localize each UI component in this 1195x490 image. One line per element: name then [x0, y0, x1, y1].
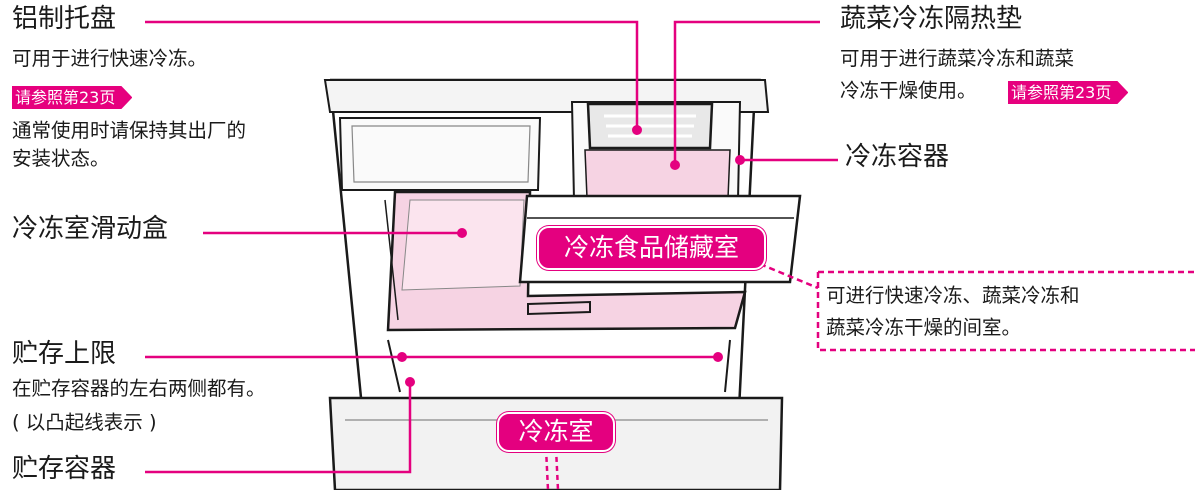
- leader-veg-pad: [673, 20, 820, 165]
- pointer-dot-slide-box: [457, 228, 467, 238]
- lower-drawer-rails: [387, 339, 731, 393]
- compartment-callout-2: 蔬菜冷冻干燥的间室。: [826, 316, 1022, 339]
- callout-box: [759, 262, 1195, 352]
- freezer-pill-connector: [544, 447, 560, 490]
- veg-pad-title: 蔬菜冷冻隔热垫: [840, 4, 1023, 34]
- slide-box-label: 冷冻室滑动盒: [12, 214, 169, 244]
- veg-pad-desc-1: 可用于进行蔬菜冷冻和蔬菜: [840, 47, 1075, 70]
- storage-limit-desc-2: ( 以凸起线表示 ): [12, 411, 157, 434]
- aluminum-tray-note-1: 通常使用时请保持其出厂的: [12, 119, 247, 142]
- upper-left-drawer: [338, 117, 542, 191]
- veg-pad-area: [584, 149, 731, 199]
- storage-limit-desc-1: 在贮存容器的左右两侧都有。: [12, 377, 266, 400]
- freezer-container-label: 冷冻容器: [845, 142, 950, 172]
- pointer-dot-limit-right: [713, 352, 723, 362]
- leader-storage-container: [145, 382, 412, 474]
- veg-pad-desc-2: 冷冻干燥使用。: [840, 79, 977, 102]
- storage-limit-title: 贮存上限: [12, 339, 117, 369]
- pointer-dot-veg-pad: [670, 160, 680, 170]
- aluminum-tray-desc: 可用于进行快速冷冻。: [12, 47, 208, 70]
- food-storage-pill: 冷冻食品储藏室: [537, 226, 766, 270]
- aluminum-tray-title: 铝制托盘: [12, 4, 117, 34]
- veg-pad-ref-link[interactable]: 请参照第23页: [1008, 81, 1128, 104]
- pointer-dot-container: [735, 155, 745, 165]
- freezer-pill: 冷冻室: [497, 412, 615, 452]
- pointer-dot-tray: [632, 125, 642, 135]
- storage-container-label: 贮存容器: [12, 454, 117, 484]
- compartment-callout-1: 可进行快速冷冻、蔬菜冷冻和: [826, 284, 1080, 307]
- aluminum-tray-ref-link[interactable]: 请参照第23页: [12, 86, 132, 109]
- pointer-dot-limit-left: [397, 352, 407, 362]
- leader-aluminum-tray: [145, 20, 639, 130]
- aluminum-tray-note-2: 安装状态。: [12, 147, 110, 170]
- pointer-dot-storage: [405, 377, 415, 387]
